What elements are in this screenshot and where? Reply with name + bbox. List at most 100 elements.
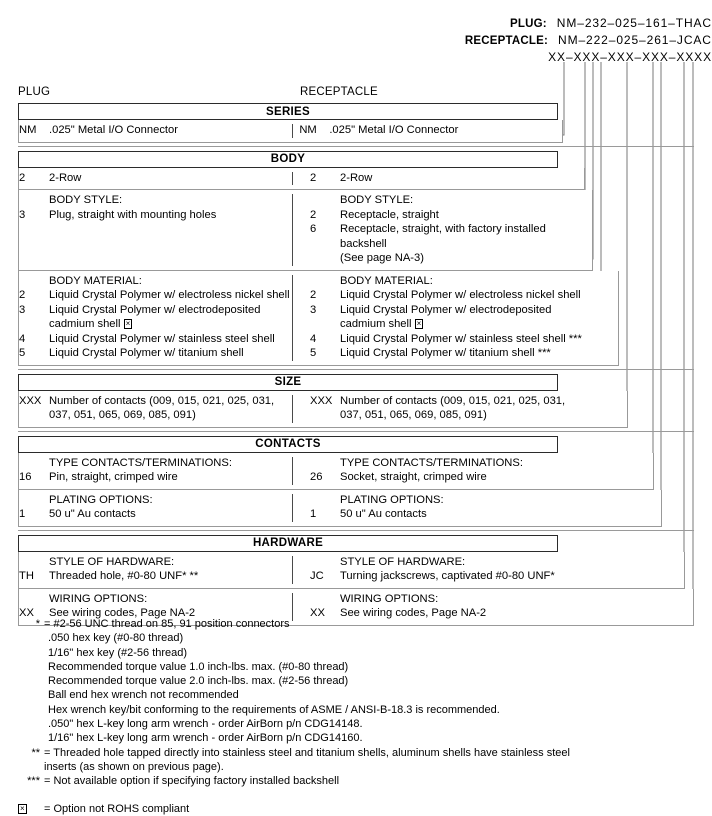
option-text: Liquid Crystal Polymer w/ electrodeposit… [340,303,583,332]
cell-receptacle: WIRING OPTIONS: XX See wiring codes, Pag… [301,592,583,621]
footnote-text-line: = Threaded hole tapped directly into sta… [44,746,570,759]
option-row[interactable]: 1 50 u" Au contacts [19,507,301,522]
option-row[interactable]: 2 Liquid Crystal Polymer w/ electroless … [19,288,301,303]
generic-part-number-mask: XX–XXX–XXX–XXX–XXXX [548,50,712,64]
section-rule [18,368,694,370]
option-text: Turning jackscrews, captivated #0-80 UNF… [340,570,555,582]
section-hardware-style: STYLE OF HARDWARE: TH Threaded hole, #0-… [18,551,685,589]
option-code: XXX [310,394,333,407]
cell-receptacle: NM .025" Metal I/O Connector [290,123,562,138]
option-row[interactable]: 5 Liquid Crystal Polymer w/ titanium she… [19,346,301,361]
option-text: 50 u" Au contacts [340,508,427,520]
option-text: Receptacle, straight [340,208,439,221]
cell-receptacle: STYLE OF HARDWARE: JC Turning jackscrews… [301,555,583,584]
section-body-row: 2 2-Row 2 2-Row [18,167,585,190]
column-captions: PLUG RECEPTACLE [18,86,694,103]
column-divider [292,456,293,485]
column-caption-receptacle: RECEPTACLE [300,86,378,98]
option-code: 6 [310,223,317,235]
option-row[interactable]: 2 2-Row [310,171,583,186]
section-contacts-type: TYPE CONTACTS/TERMINATIONS: 16 Pin, stra… [18,452,654,490]
option-text: Liquid Crystal Polymer w/ electroless ni… [49,289,290,301]
option-row[interactable]: 26 Socket, straight, crimped wire [310,470,583,485]
option-text-continuation: cadmium shell × [340,317,583,332]
cell-receptacle: TYPE CONTACTS/TERMINATIONS: 26 Socket, s… [301,456,583,485]
option-row[interactable]: 3 Liquid Crystal Polymer w/ electrodepos… [310,303,583,332]
table-row: TYPE CONTACTS/TERMINATIONS: 16 Pin, stra… [19,453,653,489]
cell-receptacle: BODY MATERIAL: 2 Liquid Crystal Polymer … [301,274,583,361]
column-divider [292,194,293,266]
option-row[interactable]: 2 2-Row [19,171,301,186]
option-code: 2 [310,289,317,301]
option-text: Pin, straight, crimped wire [49,471,178,483]
option-code: XX [19,607,34,619]
section-header-hardware: HARDWARE [18,534,558,552]
option-text-line: Liquid Crystal Polymer w/ electrodeposit… [340,303,552,316]
cell-plug: WIRING OPTIONS: XX See wiring codes, Pag… [19,592,301,621]
option-row[interactable]: NM .025" Metal I/O Connector [19,123,290,138]
rohs-noncompliant-icon: × [123,319,133,329]
receptacle-label: RECEPTACLE: [464,35,548,47]
table-row: BODY MATERIAL: 2 Liquid Crystal Polymer … [19,271,618,365]
option-row[interactable]: XXX Number of contacts (009, 015, 021, 0… [310,394,583,423]
option-row[interactable]: XXX Number of contacts (009, 015, 021, 0… [19,394,301,423]
option-row[interactable]: XX See wiring codes, Page NA-2 [310,606,583,621]
cell-receptacle: PLATING OPTIONS: 1 50 u" Au contacts [301,493,583,522]
footnote-rohs: × = Option not ROHS compliant [18,802,694,816]
footnote-marker: × [18,802,44,816]
section-body-size: XXX Number of contacts (009, 015, 021, 0… [18,390,628,428]
section-rule [18,430,694,432]
footnote-single-asterisk: * = #2-56 UNC thread on 85, 91 position … [18,617,694,631]
footnote-text-continuation: inserts (as shown on previous page). [44,760,224,773]
cell-plug: PLATING OPTIONS: 1 50 u" Au contacts [19,493,301,522]
option-row[interactable]: 4 Liquid Crystal Polymer w/ stainless st… [310,332,583,347]
option-text: Liquid Crystal Polymer w/ stainless stee… [340,332,582,345]
option-row[interactable]: NM .025" Metal I/O Connector [299,123,562,138]
option-code: 5 [19,347,26,359]
section-title: BODY [270,153,306,165]
plug-label: PLUG: [510,18,547,30]
option-row[interactable]: TH Threaded hole, #0-80 UNF* ** [19,569,301,584]
column-divider [292,124,293,138]
option-row[interactable]: 5 Liquid Crystal Polymer w/ titanium she… [310,346,583,361]
option-text: Liquid Crystal Polymer w/ stainless stee… [49,332,275,345]
option-row[interactable]: 4 Liquid Crystal Polymer w/ stainless st… [19,332,301,347]
cell-plug: BODY STYLE: 3 Plug, straight with mounti… [19,193,301,266]
table-row: WIRING OPTIONS: XX See wiring codes, Pag… [19,589,693,625]
plug-part-number: NM–232–025–161–THAC [556,16,712,30]
option-row[interactable]: 2 Receptacle, straight [310,208,583,223]
option-row[interactable]: 6 Receptacle, straight, with factory ins… [310,222,583,266]
section-rule [18,529,694,531]
footnote-marker: ** [31,746,40,759]
section-header-series: SERIES [18,103,558,120]
option-code: TH [19,570,34,582]
group-heading: BODY MATERIAL: [49,274,142,287]
option-row[interactable]: 3 Plug, straight with mounting holes [19,208,301,223]
option-row[interactable]: XX See wiring codes, Page NA-2 [19,606,301,621]
section-title: SIZE [274,376,302,388]
footnote-text: = Option not ROHS compliant [44,802,190,815]
option-row[interactable]: 2 Liquid Crystal Polymer w/ electroless … [310,288,583,303]
option-text-line: Liquid Crystal Polymer w/ electrodeposit… [49,303,261,316]
option-code: 26 [310,471,323,483]
option-code: 5 [310,347,317,359]
section-body-material: BODY MATERIAL: 2 Liquid Crystal Polymer … [18,270,619,366]
option-code: 2 [310,171,317,184]
option-text: Number of contacts (009, 015, 021, 025, … [49,394,301,423]
option-code: 2 [19,289,26,301]
option-code: 3 [19,208,26,221]
option-row[interactable]: 3 Liquid Crystal Polymer w/ electrodepos… [19,303,301,332]
cell-plug: STYLE OF HARDWARE: TH Threaded hole, #0-… [19,555,301,584]
option-code: 2 [19,171,26,184]
option-row[interactable]: 16 Pin, straight, crimped wire [19,470,301,485]
column-divider [292,171,293,185]
rohs-noncompliant-icon: × [18,803,27,814]
cadmium-shell-text: cadmium shell [340,318,412,330]
footnote-sub-item: 1/16" hex key (#2-56 thread) [48,646,188,659]
table-row: PLATING OPTIONS: 1 50 u" Au contacts PLA… [19,490,661,526]
option-code: 16 [19,471,32,483]
option-row[interactable]: 1 50 u" Au contacts [310,507,583,522]
part-number-row: RECEPTACLE: NM–222–025–261–JCAC [0,33,712,50]
option-row[interactable]: JC Turning jackscrews, captivated #0-80 … [310,569,583,584]
option-code: JC [310,570,324,582]
